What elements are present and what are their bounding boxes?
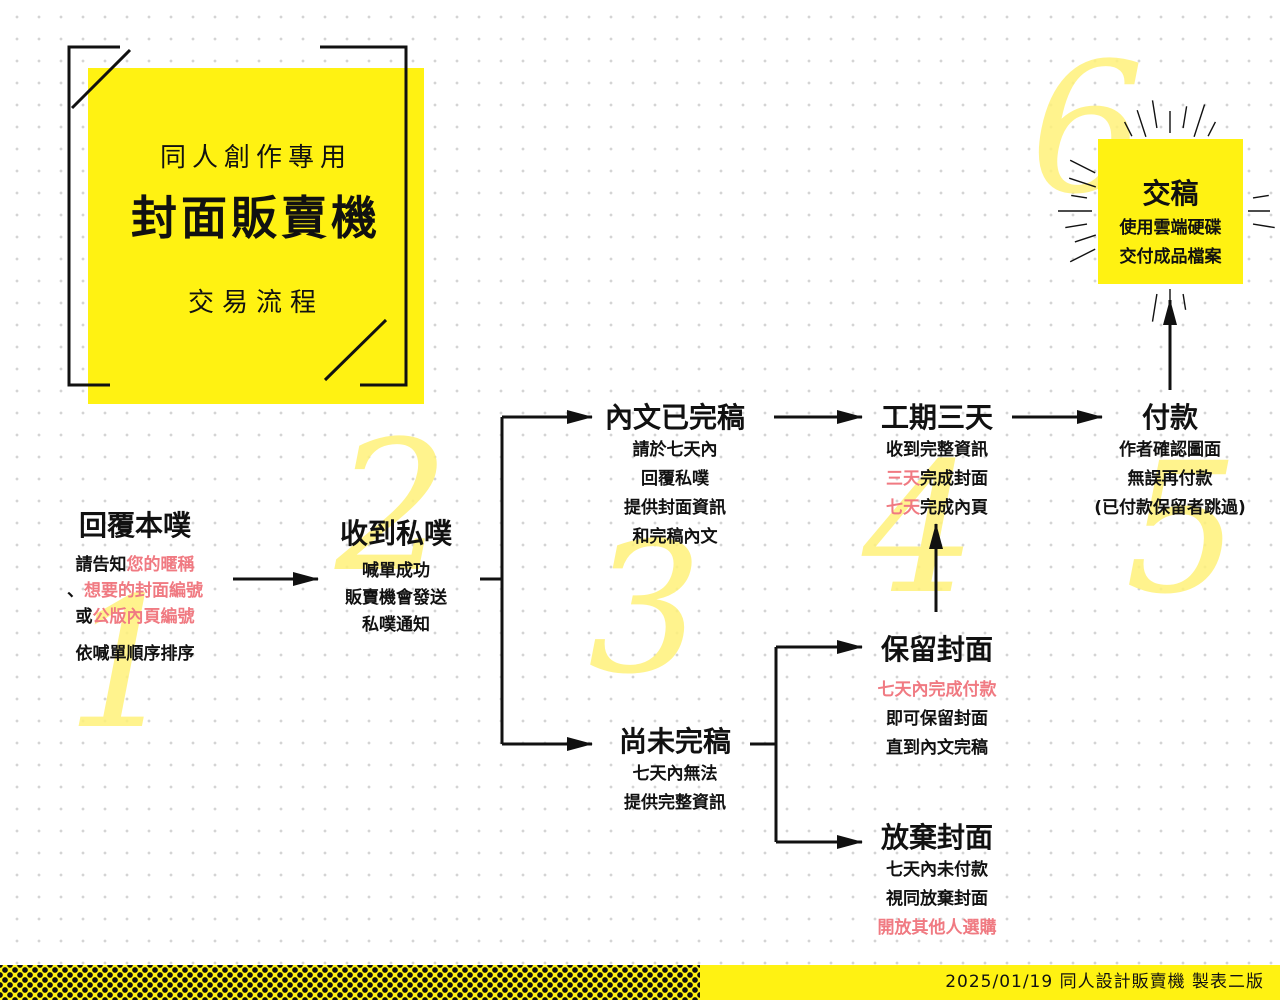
sunburst-ray — [1068, 177, 1097, 188]
step-2-line: 喊單成功 — [362, 561, 430, 581]
step-6-line: 交付成品檔案 — [1119, 247, 1222, 267]
page-title: 封面販賣機 — [131, 191, 381, 245]
branch-keep-line: 直到內文完稿 — [886, 738, 988, 758]
title-frame — [67, 45, 408, 387]
step-3-title: 內文已完稿 — [604, 401, 745, 434]
step-4-title: 工期三天 — [880, 401, 993, 434]
branch-keep-node: 保留封面 七天內完成付款 即可保留封面 直到內文完稿 — [857, 632, 1017, 763]
step-6-title: 交稿 — [1142, 177, 1199, 210]
branch-abandon-line-3: 開放其他人選購 — [877, 918, 997, 938]
step-3-line: 回覆私噗 — [641, 469, 709, 489]
step-3-node: 內文已完稿 請於七天內 回覆私噗 提供封面資訊 和完稿內文 — [590, 400, 760, 552]
step-1-line-2: 、想要的封面編號 — [67, 581, 203, 601]
step-3-line: 和完稿內文 — [632, 527, 718, 547]
step-4-node: 工期三天 收到完整資訊 三天完成封面 七天完成內頁 — [862, 400, 1012, 523]
step-1-line-1: 請告知您的暱稱 — [75, 555, 195, 575]
branch-not-done-line: 提供完整資訊 — [624, 793, 726, 813]
sunburst-icon — [1058, 100, 1275, 322]
step-1-title: 回覆本噗 — [78, 509, 191, 542]
footer-bar — [700, 965, 1280, 1000]
branch-keep-title: 保留封面 — [880, 633, 993, 666]
sunburst-ray — [1207, 121, 1217, 137]
branch-not-done-line: 七天內無法 — [632, 764, 718, 784]
branch-abandon-title: 放棄封面 — [880, 821, 993, 854]
title-card-background — [88, 68, 424, 404]
sunburst-ray — [1151, 100, 1158, 129]
branch-keep-line-1: 七天內完成付款 — [877, 680, 997, 700]
sunburst-ray — [1069, 159, 1096, 174]
sunburst-ray — [1071, 194, 1088, 199]
step-5-node: 付款 作者確認圖面 無誤再付款 (已付款保留者跳過) — [1075, 400, 1265, 523]
step-3-line: 請於七天內 — [632, 440, 718, 460]
step-2-node: 收到私噗 喊單成功 販賣機會發送 私噗通知 — [316, 516, 476, 639]
flow-label: 交易流程 — [187, 288, 324, 318]
step-6-node: 交稿 使用雲端硬碟 交付成品檔案 — [1098, 176, 1243, 272]
footer-credit: 2025/01/19 同人設計販賣機 製表二版 — [945, 972, 1264, 992]
sunburst-ray — [1069, 248, 1096, 263]
deliver-box — [1098, 139, 1243, 284]
sunburst-ray — [1182, 293, 1187, 310]
title-subtitle: 同人創作專用 — [159, 143, 352, 173]
step-4-line-3: 七天完成內頁 — [886, 498, 988, 518]
step-number-4: 4 — [862, 425, 977, 634]
sunburst-ray — [1193, 104, 1206, 138]
step-4-line-2: 三天完成封面 — [886, 469, 988, 489]
footer-checker-pattern — [0, 965, 700, 1000]
step-5-line: 作者確認圖面 — [1119, 440, 1221, 460]
step-2-line: 販賣機會發送 — [345, 588, 447, 608]
sunburst-ray — [1123, 121, 1133, 137]
sunburst-ray — [1182, 106, 1188, 129]
step-1-line-4: 依喊單順序排序 — [75, 644, 195, 664]
step-5-line: (已付款保留者跳過) — [1094, 498, 1246, 518]
sunburst-ray — [1065, 223, 1088, 229]
branch-not-done-node: 尚未完稿 七天內無法 提供完整資訊 — [595, 724, 755, 818]
sunburst-ray — [1136, 109, 1147, 138]
step-5-line: 無誤再付款 — [1127, 469, 1213, 489]
step-3-line: 提供封面資訊 — [624, 498, 726, 518]
branch-abandon-node: 放棄封面 七天內未付款 視同放棄封面 開放其他人選購 — [857, 820, 1017, 943]
step-1-node: 回覆本噗 請告知您的暱稱 、想要的封面編號 或公版內頁編號 依喊單順序排序 — [35, 508, 235, 669]
step-4-line-1: 收到完整資訊 — [886, 440, 988, 460]
step-5-title: 付款 — [1141, 401, 1198, 434]
step-number-3: 3 — [588, 505, 703, 714]
branch-keep-line: 即可保留封面 — [886, 709, 988, 729]
branch-abandon-line: 七天內未付款 — [886, 860, 988, 880]
sunburst-ray — [1151, 293, 1158, 322]
step-2-title: 收到私噗 — [339, 517, 452, 550]
branch-abandon-line: 視同放棄封面 — [886, 889, 988, 909]
step-number-2: 2 — [335, 403, 450, 612]
step-number-5: 5 — [1125, 425, 1240, 634]
branch-not-done-title: 尚未完稿 — [618, 725, 731, 758]
step-6-line: 使用雲端硬碟 — [1119, 218, 1222, 238]
step-1-line-3: 或公版內頁編號 — [75, 607, 195, 627]
sunburst-ray — [1252, 194, 1269, 199]
step-number-1: 1 — [66, 560, 181, 769]
step-2-line: 私噗通知 — [362, 615, 430, 635]
sunburst-ray — [1252, 223, 1275, 229]
sunburst-ray — [1074, 234, 1097, 243]
